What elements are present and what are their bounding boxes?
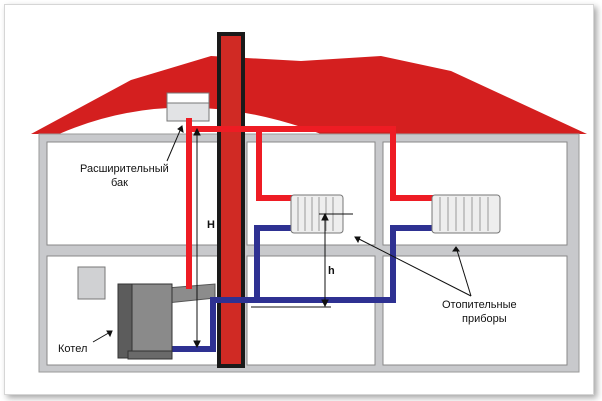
heating-system-diagram: H h Расширительный бак Котел Отопительны… <box>31 32 587 373</box>
expansion-tank-label-line1: Расширительный <box>80 163 169 175</box>
tank-icon <box>166 92 210 122</box>
radiator-icon <box>431 194 501 234</box>
supply-pipe <box>186 118 436 289</box>
room-upper-left <box>46 141 234 246</box>
height-H-label: H <box>207 219 215 231</box>
chimney <box>217 32 245 368</box>
room-lower-right <box>382 255 568 366</box>
height-h-label: h <box>328 265 335 277</box>
return-pipe <box>168 225 436 352</box>
expansion-tank-label-line2: бак <box>111 177 128 189</box>
height-h-dimension <box>251 212 353 308</box>
boiler-icon <box>117 283 173 360</box>
heaters-label-line1: Отопительные <box>442 299 517 311</box>
room-lower-middle <box>246 255 376 366</box>
height-H-dimension <box>193 127 201 349</box>
heaters-label-line2: приборы <box>462 313 507 325</box>
diagram-frame: H h Расширительный бак Котел Отопительны… <box>4 4 594 395</box>
boiler-label: Котел <box>58 343 87 355</box>
window-icon <box>77 266 106 300</box>
leader-lines <box>92 125 472 343</box>
